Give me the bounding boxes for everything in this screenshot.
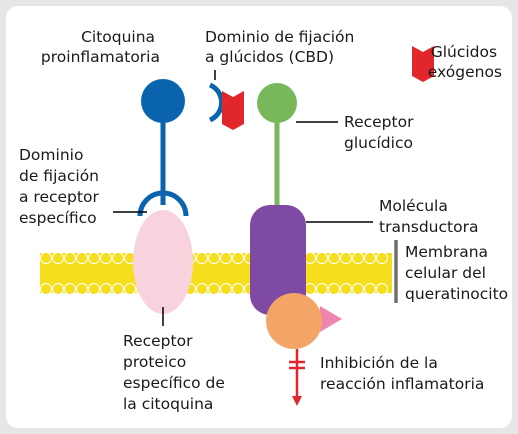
lipid-head [364,283,376,295]
lipid-head [340,252,352,264]
lipid-head [352,283,364,295]
pink-triangle [320,306,342,332]
cbd-shape [208,82,225,123]
lipid-head [76,283,88,295]
label-cytokine-line-2: proinflamatoria [41,48,160,66]
lipid-head [64,252,76,264]
lipid-head [40,252,52,264]
label-membrane-line-2: celular del [405,264,486,282]
label-membrane-line-3: queratinocito [405,285,508,303]
lipid-head [304,252,316,264]
lipid-head [100,252,112,264]
inhibition-arrow [289,349,305,406]
lipid-head [232,283,244,295]
lipid-head [208,283,220,295]
lipid-head [352,252,364,264]
cell-membrane [40,252,392,295]
lipid-head [316,283,328,295]
lipid-head [328,283,340,295]
cytokine-head [141,79,185,123]
label-cytokine-receptor-line-4: la citoquina [123,395,213,413]
membrane-beads-bottom [40,283,388,295]
lipid-head [220,283,232,295]
label-cbd-line-2: a glúcidos (CBD) [205,48,334,66]
label-transducer: Molécula transductora [379,197,478,236]
label-binding-domain-line-3: a receptor [19,188,99,206]
glycan-receptor-head [257,83,297,123]
lipid-head [340,283,352,295]
label-cytokine-line-1: Citoquina [81,28,155,46]
label-cytokine-receptor-line-1: Receptor [123,332,193,350]
label-cytokine: Citoquina proinflamatoria [41,28,160,66]
lipid-head [364,252,376,264]
lipid-head [196,252,208,264]
label-binding-domain-line-2: de fijación [19,167,99,185]
label-glycans-line-2: exógenos [428,63,502,81]
label-cytokine-receptor: Receptor proteico específico de la citoq… [123,332,230,413]
label-glycan-receptor-line-1: Receptor [344,113,414,131]
lipid-head [376,283,388,295]
lipid-head [88,283,100,295]
lipid-head [124,283,136,295]
transducer-molecule [250,205,306,315]
glycan-receptor [257,83,297,210]
label-cytokine-receptor-line-2: proteico [123,353,186,371]
label-receptor-binding-domain: Dominio de fijación a receptor específic… [19,146,104,227]
cytokine [137,79,225,217]
label-cytokine-receptor-line-3: específico de [123,374,225,392]
label-binding-domain-line-4: específico [19,209,97,227]
lipid-head [76,252,88,264]
inhibition-arrowhead [292,396,302,406]
lipid-head [88,252,100,264]
lipid-head [376,252,388,264]
label-cbd: Dominio de fijación a glúcidos (CBD) [205,28,359,66]
label-membrane: Membrana celular del queratinocito [405,243,508,303]
lipid-head [304,283,316,295]
cytokine-receptor-shape [133,210,193,314]
label-cbd-line-1: Dominio de fijación [205,28,354,46]
lipid-head [328,252,340,264]
label-glycan-receptor-line-2: glucídico [344,134,413,152]
lipid-head [316,252,328,264]
glycan-bound [222,91,244,130]
lipid-head [112,283,124,295]
lipid-head [112,252,124,264]
membrane-beads-top [40,252,388,264]
label-inhibition-line-2: reacción inflamatoria [320,375,484,393]
label-glycans: Glúcidos exógenos [428,43,502,81]
glycan-legend-icon [412,46,434,82]
label-inhibition: Inhibición de la reacción inflamatoria [320,354,484,393]
inhibitor-circle [266,293,322,349]
lipid-head [52,252,64,264]
receptor-binding-domain-shape [137,190,189,217]
label-glycan-receptor: Receptor glucídico [344,113,418,152]
label-transducer-line-2: transductora [379,218,478,236]
lipid-head [40,283,52,295]
lipid-head [220,252,232,264]
lipid-head [196,283,208,295]
lipid-head [52,283,64,295]
lipid-head [208,252,220,264]
label-membrane-line-1: Membrana [405,243,488,261]
label-transducer-line-1: Molécula [379,197,448,215]
label-glycans-line-1: Glúcidos [431,43,497,61]
label-binding-domain-line-1: Dominio [19,146,83,164]
lipid-head [232,252,244,264]
label-inhibition-line-1: Inhibición de la [320,354,438,372]
lipid-head [64,283,76,295]
lipid-head [100,283,112,295]
